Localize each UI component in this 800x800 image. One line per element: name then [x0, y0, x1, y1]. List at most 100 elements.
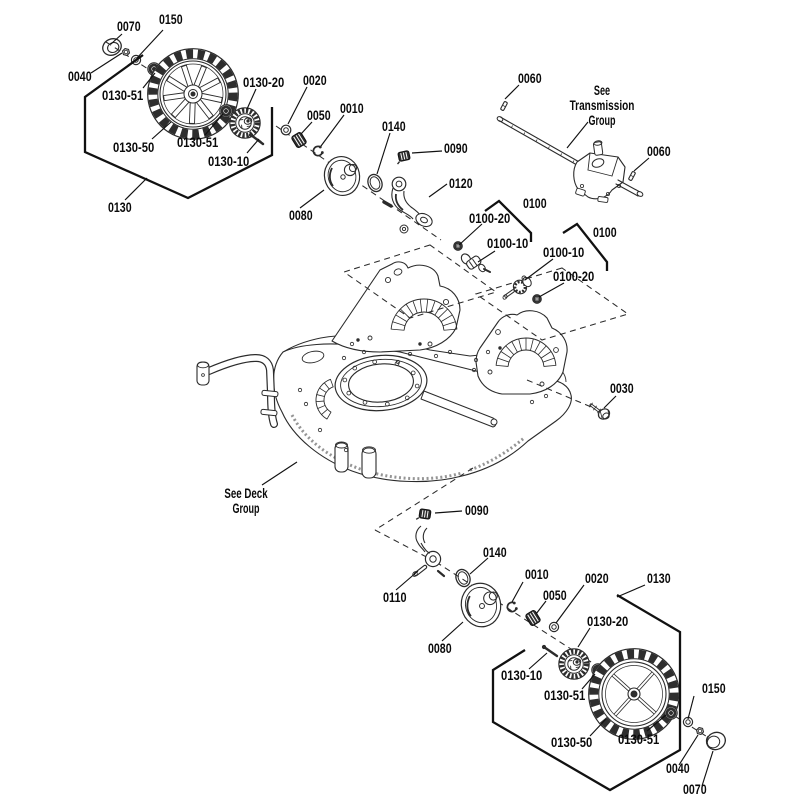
washer — [548, 621, 560, 633]
part-label-0100-20[interactable]: 0100-20 — [553, 268, 594, 284]
leader-line — [469, 557, 489, 575]
part-label-0150[interactable]: 0150 — [159, 11, 183, 27]
part-label-0060[interactable]: 0060 — [518, 70, 542, 86]
part-label-0130-10[interactable]: 0130-10 — [501, 667, 542, 683]
leader-line — [441, 621, 464, 642]
part-label-0130-51[interactable]: 0130-51 — [544, 687, 585, 703]
part-label-0050[interactable]: 0050 — [307, 107, 331, 123]
part-label-0100[interactable]: 0100 — [593, 224, 617, 240]
leader-line — [246, 88, 257, 110]
part-label-0130[interactable]: 0130 — [647, 570, 671, 586]
part-label-0110[interactable]: 0110 — [383, 589, 407, 605]
part-label-0140[interactable]: 0140 — [483, 544, 507, 560]
part-label-0100-10[interactable]: 0100-10 — [543, 244, 584, 260]
leader-line — [261, 461, 298, 486]
leader-line — [535, 600, 547, 615]
projection-dashed-line — [374, 467, 474, 531]
leader-line — [428, 183, 448, 198]
leader-line — [434, 510, 463, 514]
part-label-0130-20[interactable]: 0130-20 — [243, 74, 284, 90]
retainer-ring — [367, 173, 383, 193]
shift-lever — [382, 176, 433, 234]
leader-line — [566, 121, 589, 149]
mower-deck — [196, 261, 572, 483]
leader-line — [376, 132, 391, 175]
e-clip — [312, 145, 324, 157]
leader-line — [411, 150, 443, 154]
part-label-0130-51[interactable]: 0130-51 — [102, 87, 143, 103]
pawl-key — [396, 150, 411, 165]
leader-line — [678, 734, 699, 766]
part-label-0100[interactable]: 0100 — [523, 195, 547, 211]
part-label-0130-20[interactable]: 0130-20 — [587, 613, 628, 629]
part-label-0140[interactable]: 0140 — [382, 118, 406, 134]
ribbed-bushing — [291, 132, 307, 148]
part-label-0020[interactable]: 0020 — [585, 570, 609, 586]
bracket-group-0130-bottom — [491, 594, 682, 792]
part-label-0090[interactable]: 0090 — [444, 140, 468, 156]
leader-line — [538, 282, 565, 298]
leader-line — [287, 86, 308, 125]
note-line: See Deck — [224, 486, 268, 501]
part-label-0130-50[interactable]: 0130-50 — [113, 139, 154, 155]
leader-line — [204, 113, 224, 136]
part-label-0130[interactable]: 0130 — [108, 199, 132, 215]
washer — [280, 124, 292, 136]
hex-bolt — [589, 402, 611, 420]
shift-lever — [412, 525, 446, 578]
part-label-0070[interactable]: 0070 — [683, 781, 707, 797]
leader-line — [524, 258, 554, 281]
part-label-0100-20[interactable]: 0100-20 — [469, 210, 510, 226]
wheel-arch-hatch — [495, 337, 557, 367]
height-adjuster — [460, 253, 491, 273]
part-label-0130-51[interactable]: 0130-51 — [177, 134, 218, 150]
bracket-group-0100-left — [484, 199, 533, 242]
leader-line — [581, 673, 596, 690]
wheel-arch-hatch — [315, 378, 334, 420]
leader-line — [299, 189, 325, 209]
leader-line — [458, 223, 483, 246]
part-label-0070[interactable]: 0070 — [117, 18, 141, 34]
group-brackets — [83, 54, 682, 792]
part-label-0030[interactable]: 0030 — [610, 380, 634, 396]
part-label-0130-51[interactable]: 0130-51 — [618, 731, 659, 747]
part-label-0050[interactable]: 0050 — [543, 587, 567, 603]
part-label-0150[interactable]: 0150 — [702, 680, 726, 696]
part-label-0130-10[interactable]: 0130-10 — [208, 153, 249, 169]
flange-nut — [453, 241, 463, 251]
parts-layer — [102, 38, 726, 751]
part-label-0020[interactable]: 0020 — [303, 72, 327, 88]
roll-pin — [500, 101, 508, 111]
part-label-0120[interactable]: 0120 — [449, 175, 473, 191]
axle-pin — [541, 644, 559, 658]
part-label-0060[interactable]: 0060 — [647, 143, 671, 159]
roll-pin — [628, 171, 636, 181]
leader-line — [528, 652, 548, 670]
leader-line — [110, 33, 123, 45]
leader-line — [504, 84, 520, 100]
pawl-key — [415, 508, 432, 520]
drive-shaft — [496, 116, 588, 171]
part-label-0010[interactable]: 0010 — [340, 100, 364, 116]
leader-line — [633, 157, 650, 172]
part-label-0100-10[interactable]: 0100-10 — [487, 235, 528, 251]
bracket-group-0100-right — [562, 222, 609, 271]
part-label-0040[interactable]: 0040 — [68, 68, 92, 84]
part-label-0040[interactable]: 0040 — [666, 760, 690, 776]
leader-line — [646, 714, 667, 732]
leader-line — [701, 750, 714, 787]
part-label-0130-50[interactable]: 0130-50 — [551, 734, 592, 750]
wheel-assembly — [147, 48, 239, 140]
deck-center-ring — [334, 354, 428, 412]
part-label-0090[interactable]: 0090 — [465, 502, 489, 518]
height-adjuster — [502, 275, 532, 300]
part-label-0080[interactable]: 0080 — [428, 640, 452, 656]
leader-line — [589, 718, 607, 737]
part-label-0010[interactable]: 0010 — [525, 566, 549, 582]
part-label-0080[interactable]: 0080 — [289, 207, 313, 223]
leader-line — [616, 584, 646, 598]
transmission-gearbox — [573, 140, 644, 203]
hex-nut — [121, 47, 131, 57]
projection-dashed-line — [526, 379, 597, 410]
